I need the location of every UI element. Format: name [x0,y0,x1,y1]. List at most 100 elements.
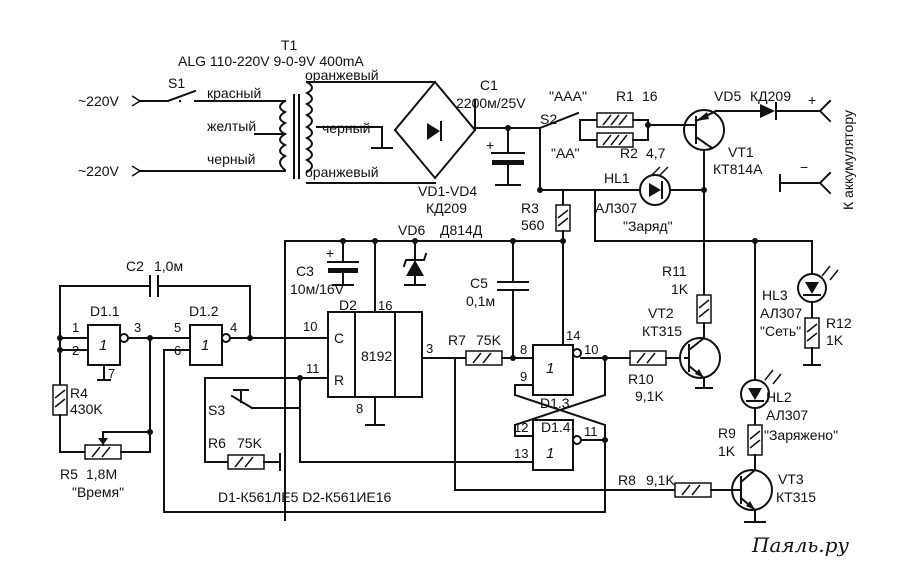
vt3-ref: VT3 [778,471,804,487]
d12-ref: D1.2 [189,303,219,319]
d14-pin11: 11 [584,424,598,439]
wire-yellow: желтый [207,118,256,134]
battery-label: К аккумулятору [840,110,856,210]
vd5-battery-output: VD5 КД209 + − К аккумулятору [714,88,856,210]
d11-pin7: 7 [108,366,115,381]
d14-symbol: 1 [546,445,554,462]
vd6-type: Д814Д [440,222,483,238]
r9-value: 1K [718,443,736,459]
c3-ref: C3 [296,263,314,279]
vt2-ref: VT2 [648,305,674,321]
c1-value: 2200м/25V [456,95,526,111]
mains-input: ~220V ~220V S1 [78,75,286,179]
d2-count: 8192 [361,348,392,364]
hl2-led-icon [748,388,762,400]
r10-value: 9,1K [635,388,664,404]
r8-value: 9,1K [646,472,675,488]
d13-pin9: 9 [520,369,527,384]
oscillator: C2 1,0м 1 D1.1 1 2 3 7 1 D1.2 5 6 4 [52,258,606,513]
r9-ref: R9 [718,425,736,441]
t1-spec: ALG 110-220V 9-0-9V 400mA [178,53,364,69]
r11-value: 1K [671,281,689,297]
hl1-ref: HL1 [604,170,630,186]
bridge-diode-icon [427,123,440,140]
d13-pin8: 8 [520,342,527,357]
d12-pin4: 4 [230,320,237,335]
hl3-type: АЛ307 [760,305,802,321]
vt1-transistor: VT1 КТ814А [679,109,763,296]
transformer-t1: T1 ALG 110-220V 9-0-9V 400mA красный жел… [178,37,436,184]
s2-switch-blade [538,111,580,130]
battery-plus: + [808,92,816,108]
d14-pin13: 13 [514,446,528,461]
c1-ref: C1 [480,77,498,93]
charge-current-select: "AAA" S2 "AA" R1 16 R2 4,7 [538,88,681,191]
r7-value: 75K [476,332,502,348]
d13-pin14: 14 [566,328,580,343]
d11-pin2: 2 [72,343,79,358]
watermark: Паяль.ру [751,533,849,557]
r1-value: 16 [642,88,658,104]
d13-gate [532,344,574,396]
d2-pin8: 8 [356,401,363,416]
wire-black-primary: черный [207,151,255,167]
d12-pin6: 6 [174,343,181,358]
hl3-power-indicator: HL3 АЛ307 "Сеть" R12 1K [754,240,852,366]
d14-gate [532,419,574,471]
hl3-ref: HL3 [762,287,788,303]
hl1-led-icon [649,183,661,197]
hl2-ref: HL2 [766,389,792,405]
r12-ref: R12 [826,315,852,331]
hl1-name: "Заряд" [623,218,673,234]
s3-ref: S3 [208,402,225,418]
vt1-ref: VT1 [728,144,754,160]
d11-ref: D1.1 [90,303,120,319]
c3-value: 10м/16V [290,281,345,297]
hl2-type: АЛ307 [766,407,808,423]
r6-ref: R6 [208,435,226,451]
vt2-type: КТ315 [642,323,682,339]
d11-pin3: 3 [134,320,141,335]
d12-symbol: 1 [201,337,209,354]
d11-symbol: 1 [99,337,107,354]
d13-pin10: 10 [584,342,598,357]
c2-value: 1,0м [154,258,183,274]
rectifier-bridge: VD1-VD4 КД209 [393,80,477,216]
r12-value: 1K [826,332,844,348]
r3-ref: R3 [521,200,539,216]
r5-value: 1,8M [86,466,117,482]
vd6-zener-icon [406,260,424,276]
wire-orange-bottom: оранжевый [305,164,379,180]
vd5-type: КД209 [750,88,791,104]
r2-value: 4,7 [646,145,666,161]
vt3-type: КТ315 [776,489,816,505]
mains-top-label: ~220V [78,93,120,109]
hl1-r3: HL1 АЛ307 "Заряд" R3 560 [521,166,758,244]
d2-pin11: 11 [306,361,320,376]
s2-aa-label: "AA" [551,145,580,161]
d12-pin5: 5 [174,320,181,335]
d2-c: C [334,330,344,346]
c3-plus: + [326,245,334,261]
r3-value: 560 [521,217,545,233]
r5-ref: R5 [60,466,78,482]
r8-ref: R8 [618,472,636,488]
d2-r: R [334,372,344,388]
s1-switch-blade [166,89,197,103]
hl3-name: "Сеть" [760,323,801,339]
c1-capacitor: + C1 2200м/25V [456,77,541,186]
hl2-name: "Заряжено" [764,427,838,443]
c1-plus: + [486,137,494,153]
wire-red: красный [207,85,261,101]
d12-gate [189,324,223,366]
d2-ref: D2 [339,297,357,313]
vt1-type: КТ814А [713,161,763,177]
bridge-ref: VD1-VD4 [418,183,477,199]
battery-minus: − [800,159,808,175]
c2-ref: C2 [126,258,144,274]
r6-value: 75K [237,435,263,451]
rs-latch: R7 75K 1 D1.3 8 9 14 10 1 D1.4 12 13 11 [448,328,621,513]
vd6-ref: VD6 [398,222,425,238]
d13-ref: D1.3 [540,395,570,411]
